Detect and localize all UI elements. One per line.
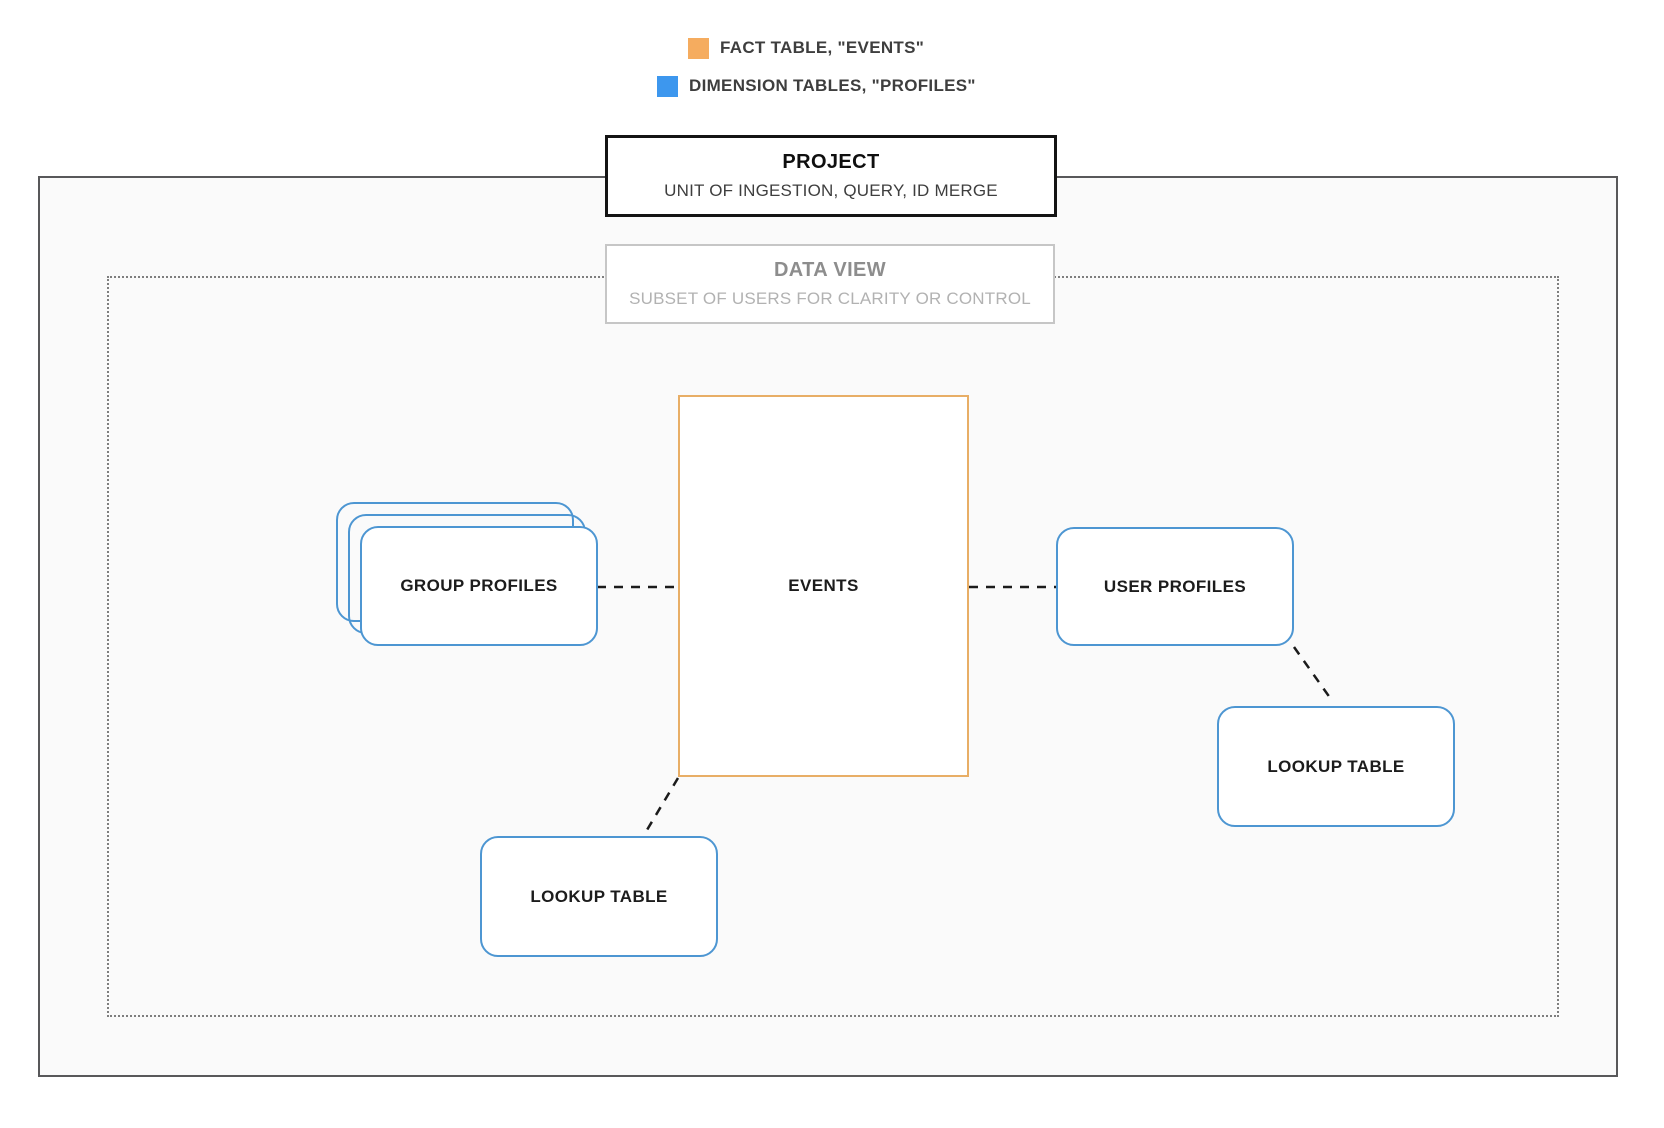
connector-events-lookup-table: [642, 777, 680, 836]
legend-label-fact-table: FACT TABLE, "EVENTS": [720, 38, 925, 57]
data-view-header-box: DATA VIEW SUBSET OF USERS FOR CLARITY OR…: [605, 244, 1055, 324]
node-lookup-table-right: LOOKUP TABLE: [1217, 706, 1455, 827]
node-events-label: EVENTS: [788, 576, 859, 595]
data-view-title: DATA VIEW: [773, 259, 887, 281]
node-lookup-table-left-label: LOOKUP TABLE: [530, 886, 668, 906]
legend-label-dimension-tables: DIMENSION TABLES, "PROFILES": [689, 76, 976, 95]
node-events: EVENTS: [678, 395, 969, 777]
node-group-profiles: GROUP PROFILES: [360, 526, 598, 646]
node-lookup-table-left: LOOKUP TABLE: [480, 836, 718, 957]
dimension-tables-swatch-icon: [657, 75, 678, 97]
connector-user-profiles-lookup-table: [1292, 646, 1335, 703]
fact-table-swatch-icon: [688, 37, 709, 59]
project-title: PROJECT: [782, 151, 880, 173]
node-user-profiles: USER PROFILES: [1056, 527, 1294, 646]
node-user-profiles-label: USER PROFILES: [1103, 576, 1247, 596]
legend-item-fact-table: FACT TABLE, "EVENTS": [688, 37, 924, 59]
node-group-profiles-label: GROUP PROFILES: [400, 576, 558, 595]
project-subtitle: UNIT OF INGESTION, QUERY, ID MERGE: [664, 181, 998, 200]
data-view-subtitle: SUBSET OF USERS FOR CLARITY OR CONTROL: [629, 289, 1031, 308]
legend-item-dimension-tables: DIMENSION TABLES, "PROFILES": [657, 75, 976, 97]
node-lookup-table-right-label: LOOKUP TABLE: [1267, 756, 1405, 776]
project-header-box: PROJECT UNIT OF INGESTION, QUERY, ID MER…: [605, 135, 1057, 217]
